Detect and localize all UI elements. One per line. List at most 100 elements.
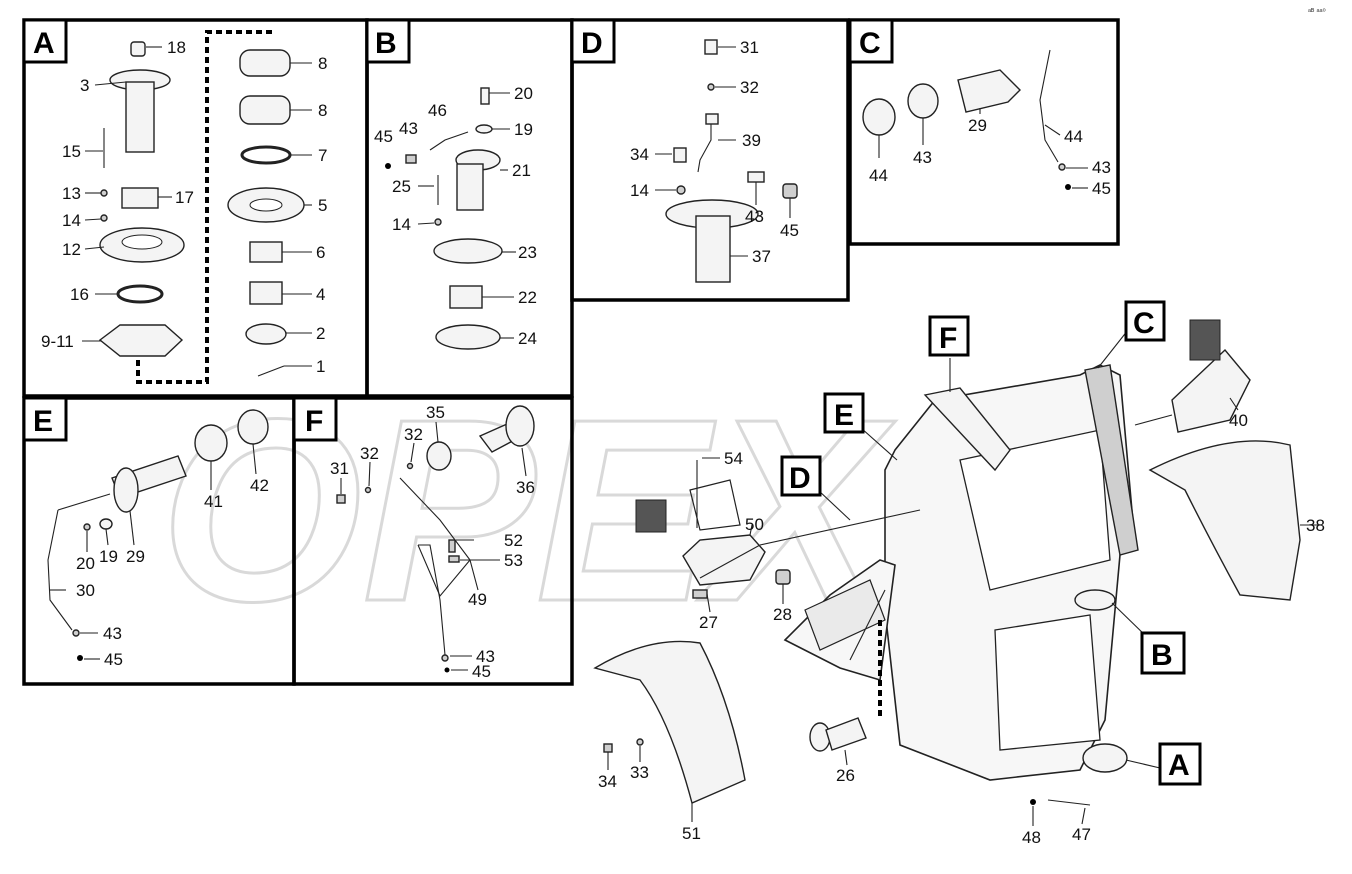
label-a-7: 7 — [318, 146, 327, 165]
label-main-26: 26 — [836, 766, 855, 785]
part-48 — [1030, 799, 1036, 805]
part-31 — [336, 494, 346, 504]
assembly-guide-line — [759, 509, 921, 546]
part-14 — [676, 185, 686, 195]
part-35 — [426, 441, 452, 471]
part-39-clip — [705, 113, 719, 125]
callout-d-badge — [780, 455, 822, 497]
callout-b-badge — [1140, 631, 1186, 675]
frame-upper-opening — [959, 429, 1111, 591]
part-36-plate — [505, 405, 535, 447]
part-17 — [121, 187, 159, 209]
callout-c-letter: C — [1133, 307, 1155, 340]
panel-f: F 35 31 32 32 36 52 53 49 43 45 — [292, 396, 574, 686]
panel-a: A 18 — [22, 18, 369, 398]
part-18 — [130, 41, 146, 57]
label-b-21: 21 — [512, 161, 531, 180]
panel-f-leaders — [340, 421, 527, 671]
part-5-bore — [249, 198, 283, 212]
label-a-15: 15 — [62, 142, 81, 161]
label-c-44-washer: 44 — [869, 166, 888, 185]
label-f-53: 53 — [504, 551, 523, 570]
part-32 — [707, 83, 715, 91]
part-50-bracket — [682, 534, 766, 586]
part-4 — [249, 281, 283, 305]
frame-side-plate — [1084, 364, 1139, 556]
label-f-52: 52 — [504, 531, 523, 550]
part-26-plate — [809, 722, 831, 752]
label-e-43: 43 — [103, 624, 122, 643]
label-c-44-pipe: 44 — [1064, 127, 1083, 146]
part-43 — [405, 154, 417, 164]
part-52 — [448, 539, 456, 553]
panel-c: C 29 44 43 44 43 45 — [848, 18, 1120, 246]
callout-e-badge — [823, 392, 865, 434]
label-e-30: 30 — [76, 581, 95, 600]
label-d-32: 32 — [740, 78, 759, 97]
part-33 — [636, 738, 644, 746]
label-f-31: 31 — [330, 459, 349, 478]
label-f-32-a: 32 — [360, 444, 379, 463]
left-bracket-strut — [849, 589, 886, 661]
part-34 — [603, 743, 613, 753]
panel-a-letter: A — [33, 27, 55, 60]
part-44-pipe — [1039, 49, 1059, 163]
label-main-28: 28 — [773, 605, 792, 624]
label-e-20: 20 — [76, 554, 95, 573]
part-8-bottom — [239, 95, 291, 125]
frame-lower-opening — [994, 614, 1101, 751]
part-45 — [782, 183, 798, 199]
label-main-47: 47 — [1072, 825, 1091, 844]
label-main-34: 34 — [598, 772, 617, 791]
panel-a-badge — [22, 18, 68, 64]
label-f-49: 49 — [468, 590, 487, 609]
bearing-b — [1074, 589, 1116, 611]
part-45 — [77, 655, 83, 661]
part-34 — [673, 147, 687, 163]
label-main-50: 50 — [745, 515, 764, 534]
label-e-41: 41 — [204, 492, 223, 511]
label-b-24: 24 — [518, 329, 537, 348]
part-27 — [692, 589, 708, 599]
label-a-8-bottom: 8 — [318, 101, 327, 120]
part-40-link — [1134, 414, 1173, 426]
panel-e-leaders — [50, 443, 257, 660]
label-main-40: 40 — [1229, 411, 1248, 430]
label-a-14: 14 — [62, 211, 81, 230]
label-d-31: 31 — [740, 38, 759, 57]
label-d-39: 39 — [742, 131, 761, 150]
part-14 — [434, 218, 442, 226]
part-12-bore — [121, 234, 163, 250]
panel-a-leaders — [82, 46, 312, 367]
panel-d-badge — [570, 18, 616, 64]
left-bracket-plate — [804, 579, 886, 651]
part-44-washer — [862, 98, 896, 136]
label-b-23: 23 — [518, 243, 537, 262]
panel-b-letter: B — [375, 27, 397, 60]
label-a-12: 12 — [62, 240, 81, 259]
part-16 — [116, 284, 164, 304]
part-30 — [47, 509, 73, 631]
callout-c-badge — [1124, 300, 1166, 342]
label-c-45: 45 — [1092, 179, 1111, 198]
label-main-51: 51 — [682, 824, 701, 843]
part-21-shaft — [456, 163, 484, 211]
panel-b-badge — [365, 18, 411, 64]
label-a-9-11: 9-11 — [41, 332, 74, 351]
label-b-25: 25 — [392, 177, 411, 196]
part-38-fender — [1148, 440, 1301, 601]
label-d-45: 45 — [780, 221, 799, 240]
part-14 — [100, 214, 108, 222]
main-leaders — [607, 329, 1318, 826]
panel-e-letter: E — [33, 405, 53, 438]
label-b-46: 46 — [428, 101, 447, 120]
panel-d-frame — [570, 18, 850, 302]
label-f-32-b: 32 — [404, 425, 423, 444]
part-8-top — [239, 49, 291, 77]
bearing-a — [1082, 743, 1128, 773]
label-f-43: 43 — [476, 647, 495, 666]
label-b-20: 20 — [514, 84, 533, 103]
panel-b: B 20 46 45 43 19 21 25 14 23 22 24 — [365, 18, 574, 398]
callout-e-letter: E — [834, 399, 854, 432]
part-39 — [697, 118, 712, 173]
